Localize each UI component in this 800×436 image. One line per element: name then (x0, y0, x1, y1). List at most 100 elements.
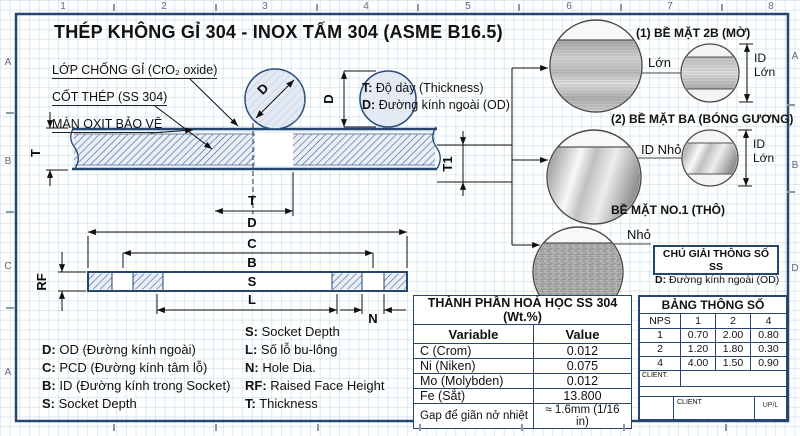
ruler-tick (721, 4, 723, 11)
dim-flange-od: D (87, 215, 408, 268)
surface-no1-title: BỀ MẶT NO.1 (THÔ) (611, 203, 725, 217)
table-row: Ni (Niken)0.075 (413, 358, 633, 374)
surface-2b-detail: Lớn ID Lớn (549, 19, 775, 113)
flange-section (87, 271, 408, 292)
ruler-row: A (4, 367, 12, 378)
table-row: C (Crom)0.012 (413, 343, 633, 359)
abbrev-item: T: Thickness (245, 396, 318, 411)
dim-flange-bolt-span: L (156, 292, 338, 314)
ruler-tick (419, 424, 421, 431)
label-oxide-film: MÀN OXIT BẢO VỆ (52, 117, 163, 133)
ruler-tick (6, 211, 14, 213)
plate-section-circle: D (244, 68, 306, 130)
table-row: Gap để giãn nở nhiệt≈ 1.6mm (1/16 in) (413, 403, 633, 429)
size-label-lon: Lớn (648, 55, 671, 70)
id-size-label: Lớn (754, 65, 775, 79)
ruler-tick (521, 424, 523, 431)
ruler-row: C (4, 261, 12, 272)
ruler-col: 1 (60, 1, 66, 12)
client-value-cell (680, 371, 786, 386)
ruler-col: 5 (465, 1, 471, 12)
chem-table-title: THÀNH PHẦN HOÁ HỌC SS 304 (Wt.%) (413, 295, 632, 325)
label-steel-core: CỐT THÉP (SS 304) (52, 90, 168, 106)
ruler-tick (6, 112, 14, 114)
ruler-tick (113, 424, 115, 431)
abbrev-item: D: OD (Đường kính ngoài) (42, 342, 196, 357)
ruler-tick (316, 4, 318, 11)
id-label: ID (753, 137, 765, 151)
ruler-col: 6 (566, 1, 572, 12)
callout-thickness: T: Độ dày (Thickness) (362, 80, 510, 97)
ruler-tick (725, 424, 727, 431)
chem-header-variable: Variable (413, 324, 534, 344)
ruler-col: 2 (161, 1, 167, 12)
dim-label-s: S (248, 274, 257, 289)
callout-d-text: Đường kính ngoài (OD) (378, 98, 510, 112)
dim-label-rf: RF (34, 273, 49, 290)
chem-header-value: Value (532, 324, 633, 344)
abbrev-item: L: Số lỗ bu-lông (245, 342, 338, 357)
client-cell: CLIENT (677, 399, 702, 406)
dim-label-l: L (248, 292, 256, 307)
title-block-bottom: CLIENT UP/L (640, 397, 786, 419)
ruler-tick (317, 424, 319, 431)
ruler-row: A (791, 51, 799, 62)
upl-cell: UP/L (754, 397, 786, 419)
empty-cell (640, 387, 786, 397)
dim-gap-width: T (215, 172, 294, 216)
abbrev-item: S: Socket Depth (42, 396, 137, 411)
dimension-key-callout: T: Độ dày (Thickness) D: Đường kính ngoà… (362, 80, 510, 114)
ruler-tick (787, 104, 795, 106)
client-label: CLIENT. (642, 372, 669, 379)
ruler-tick (620, 4, 622, 11)
dim-label-n: N (368, 311, 377, 326)
page-title: THÉP KHÔNG GỈ 304 - INOX TẤM 304 (ASME B… (54, 22, 503, 42)
abbreviations-left: D: OD (Đường kính ngoài) C: PCD (Đường k… (42, 341, 230, 413)
note-box-title: CHÚ GIẢI THÔNG SỐ SS (662, 248, 770, 273)
ruler-row: A (4, 57, 12, 68)
spec-header-row: NPS 1 2 4 (640, 314, 786, 329)
ruler-tick (215, 4, 217, 11)
dim-id-large (739, 43, 753, 103)
parameter-note-box: CHÚ GIẢI THÔNG SỐ SS D: Đường kính ngoài… (653, 245, 779, 286)
abbrev-item: B: ID (Đường kính trong Socket) (42, 378, 231, 393)
abbrev-item: C: PCD (Đường kính tâm lỗ) (42, 360, 208, 375)
spacer-cell (640, 397, 674, 419)
ruler-row: B (791, 160, 799, 171)
thermal-expansion-gap (255, 133, 293, 166)
ruler-col: 8 (768, 1, 774, 12)
callout-t-key: T: (362, 81, 373, 95)
ruler-row: D (791, 263, 799, 274)
ruler-tick (623, 424, 625, 431)
id-label: ID (754, 51, 766, 65)
dim-label-t1: T1 (440, 156, 455, 171)
size-label-nho: Nhỏ (627, 227, 651, 242)
surface-ba-detail: ID Nhỏ ID Lớn (546, 129, 774, 225)
dim-label-t: T (28, 149, 43, 157)
plate-cross-section (70, 123, 441, 214)
od-dimension-circle: D (321, 70, 417, 128)
size-label-id-nho: ID Nhỏ (641, 142, 681, 157)
spec-table-title: BẢNG THÔNG SỐ (640, 297, 786, 314)
ruler-col: 4 (363, 1, 369, 12)
ruler-tick (787, 191, 795, 193)
dim-id-large-2 (738, 129, 752, 187)
callout-t-text: Độ dày (Thickness) (375, 81, 484, 95)
label-anti-rust-layer: LỚP CHỐNG GỈ (CrO₂ oxide) (52, 63, 218, 79)
ruler-tick (518, 4, 520, 11)
id-size-label: Lớn (753, 151, 774, 165)
table-row: Fe (Sắt)13.800 (413, 388, 633, 404)
client-row: CLIENT. (640, 371, 786, 387)
callout-od: D: Đường kính ngoài (OD) (362, 97, 510, 114)
dim-label-d: D (321, 94, 336, 103)
dim-label-t: T (248, 193, 256, 208)
dim-flange-pcd: C (122, 236, 374, 268)
surface-ba-title: (2) BỀ MẶT BA (BÓNG GƯƠNG) (611, 112, 794, 126)
ruler-col: 3 (262, 1, 268, 12)
dim-raised-face: RF (34, 252, 86, 311)
ruler-tick (417, 4, 419, 11)
